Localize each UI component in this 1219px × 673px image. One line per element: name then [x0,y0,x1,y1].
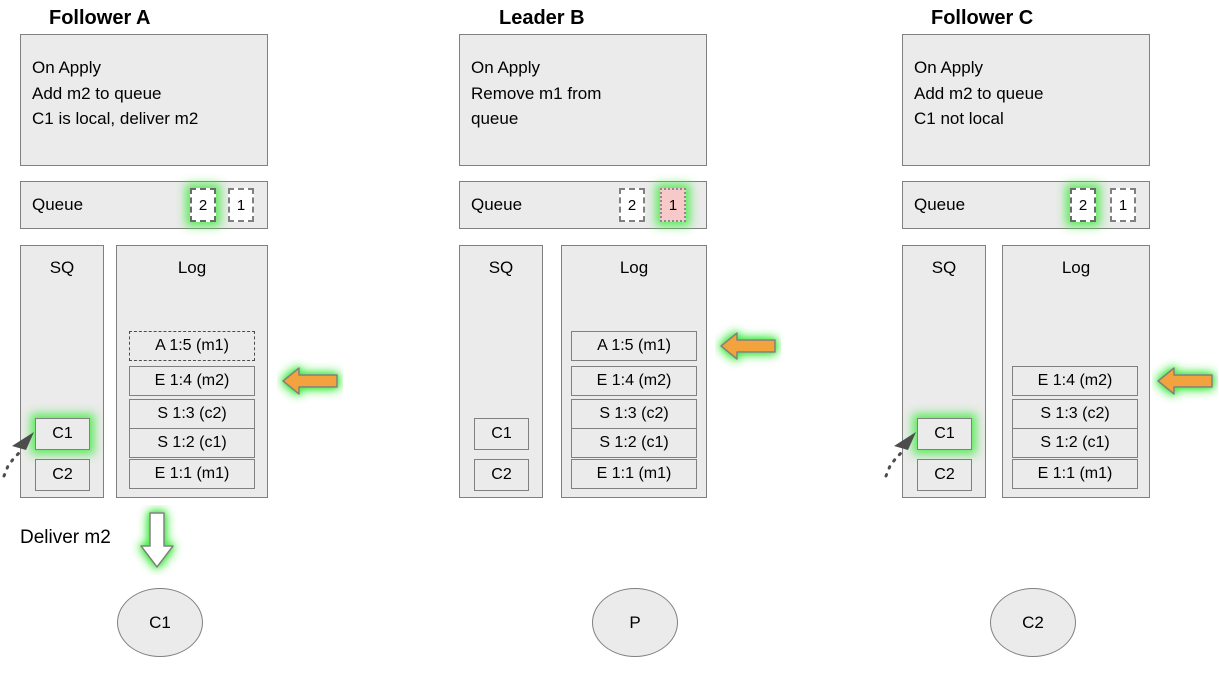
log-entry-follower-a-3[interactable]: S 1:2 (c1) [129,428,255,458]
apply-pointer-arrow-follower-a [282,367,338,395]
queue-cell-leader-b-1[interactable]: 1 [660,188,686,222]
on-apply-heading-leader-b: On Apply [471,58,540,77]
column-title-leader-b: Leader B [499,7,585,29]
queue-label-leader-b: Queue [471,195,523,214]
on-apply-line-follower-c-1: Add m2 to queue [914,84,1044,103]
on-apply-heading-follower-a: On Apply [32,58,101,77]
sq-entry-leader-b-c1[interactable]: C1 [474,418,529,450]
on-apply-line-leader-b-1: Remove m1 from [471,84,602,103]
queue-label-follower-a: Queue [32,195,84,214]
sq-panel-leader-b [459,245,543,498]
on-apply-panel-follower-c [902,34,1150,166]
log-entry-leader-b-0[interactable]: A 1:5 (m1) [571,331,697,361]
deliver-label-follower-a: Deliver m2 [20,527,111,548]
on-apply-line-follower-a-1: Add m2 to queue [32,84,162,103]
deliver-down-arrow-follower-a [140,512,174,568]
apply-pointer-arrow-follower-c [1157,367,1213,395]
sq-entry-leader-b-c2[interactable]: C2 [474,459,529,491]
sq-header-leader-b: SQ [488,258,514,277]
sq-incoming-pointer-follower-a [2,432,34,478]
client-node-leader-b[interactable]: P [592,588,678,657]
sq-panel-follower-a [20,245,104,498]
on-apply-heading-follower-c: On Apply [914,58,983,77]
log-entry-follower-a-4[interactable]: E 1:1 (m1) [129,459,255,489]
log-entry-leader-b-4[interactable]: E 1:1 (m1) [571,459,697,489]
log-entry-follower-a-0[interactable]: A 1:5 (m1) [129,331,255,361]
log-entry-follower-c-1[interactable]: S 1:3 (c2) [1012,399,1138,429]
queue-cell-follower-c-0[interactable]: 2 [1070,188,1096,222]
queue-label-follower-c: Queue [914,195,966,214]
column-title-follower-a: Follower A [49,7,151,29]
sq-entry-follower-c-c2[interactable]: C2 [917,459,972,491]
sq-panel-follower-c [902,245,986,498]
sq-entry-follower-a-c2[interactable]: C2 [35,459,90,491]
sq-entry-follower-c-c1[interactable]: C1 [917,418,972,450]
log-entry-leader-b-1[interactable]: E 1:4 (m2) [571,366,697,396]
on-apply-line-follower-c-2: C1 not local [914,109,1004,128]
log-entry-follower-c-0[interactable]: E 1:4 (m2) [1012,366,1138,396]
log-header-leader-b: Log [619,258,649,277]
log-header-follower-c: Log [1061,258,1091,277]
log-entry-follower-c-3[interactable]: E 1:1 (m1) [1012,459,1138,489]
log-header-follower-a: Log [177,258,207,277]
client-node-follower-c[interactable]: C2 [990,588,1076,657]
queue-cell-follower-c-1[interactable]: 1 [1110,188,1136,222]
log-entry-leader-b-2[interactable]: S 1:3 (c2) [571,399,697,429]
on-apply-line-leader-b-2: queue [471,109,519,128]
queue-panel-follower-c [902,181,1150,229]
on-apply-panel-leader-b [459,34,707,166]
log-entry-follower-c-2[interactable]: S 1:2 (c1) [1012,428,1138,458]
client-node-follower-a[interactable]: C1 [117,588,203,657]
log-entry-follower-a-2[interactable]: S 1:3 (c2) [129,399,255,429]
log-entry-leader-b-3[interactable]: S 1:2 (c1) [571,428,697,458]
queue-panel-follower-a [20,181,268,229]
apply-pointer-arrow-leader-b [720,332,776,360]
on-apply-panel-follower-a [20,34,268,166]
sq-incoming-pointer-follower-c [884,432,916,478]
sq-header-follower-c: SQ [931,258,957,277]
sq-header-follower-a: SQ [49,258,75,277]
queue-cell-leader-b-0[interactable]: 2 [619,188,645,222]
sq-entry-follower-a-c1[interactable]: C1 [35,418,90,450]
queue-cell-follower-a-1[interactable]: 1 [228,188,254,222]
log-entry-follower-a-1[interactable]: E 1:4 (m2) [129,366,255,396]
on-apply-line-follower-a-2: C1 is local, deliver m2 [32,109,199,128]
column-title-follower-c: Follower C [931,7,1034,29]
queue-cell-follower-a-0[interactable]: 2 [190,188,216,222]
